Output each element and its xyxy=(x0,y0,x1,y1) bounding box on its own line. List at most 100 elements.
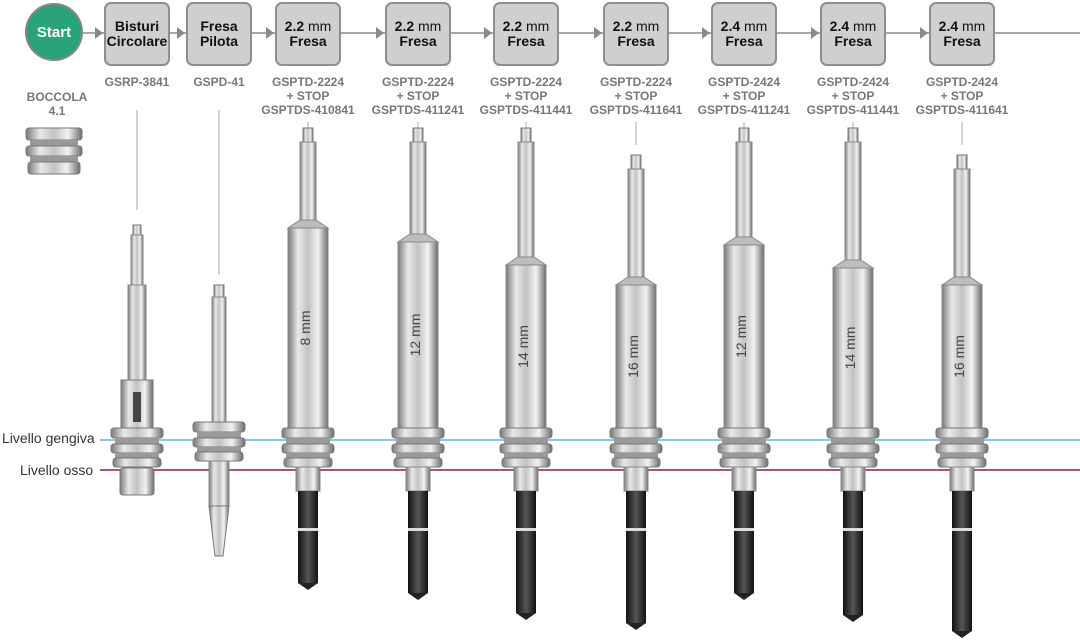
product-code: GSRP-3841 xyxy=(77,75,197,89)
product-code-line: GSPTD-2424 xyxy=(816,75,890,89)
sleeve-ring xyxy=(717,427,771,439)
product-code-line: + STOP xyxy=(614,89,658,103)
tool-shoulder xyxy=(831,259,875,269)
product-code-line: + STOP xyxy=(722,89,766,103)
product-code-line: GSPTDS-411641 xyxy=(589,103,683,117)
sleeve-ring xyxy=(499,443,553,454)
drill-depth-label: 14 mm xyxy=(842,327,858,370)
sleeve-ring xyxy=(194,451,244,462)
bit-tip xyxy=(516,613,536,620)
sleeve-ring xyxy=(110,443,164,454)
tool-shoulder xyxy=(940,276,984,286)
sleeve-ring xyxy=(937,457,987,468)
step-subtitle: Fresa xyxy=(399,33,437,49)
sleeve-ring xyxy=(391,443,445,454)
tool-shank xyxy=(517,141,535,266)
sleeve-ring xyxy=(192,437,246,448)
sleeve-ring xyxy=(719,457,769,468)
step-subtitle: Fresa xyxy=(617,33,655,49)
flow-arrow-icon xyxy=(177,27,185,39)
flow-arrow-icon xyxy=(702,27,710,39)
bit-tip xyxy=(734,593,754,600)
twist-bit xyxy=(516,491,536,613)
product-code: GSPD-41 xyxy=(159,75,279,89)
sleeve-groove xyxy=(940,453,984,458)
tool-tip-top xyxy=(412,127,424,143)
tool-tip-top xyxy=(213,284,225,298)
step-unit: mm xyxy=(636,18,660,34)
product-code-line: GSPTDS-411441 xyxy=(806,103,900,117)
sleeve-ring xyxy=(391,427,445,439)
sleeve-groove xyxy=(614,438,658,444)
tool-shank xyxy=(844,141,862,269)
drill-depth-label: 16 mm xyxy=(951,335,967,378)
step-title: 2.4 xyxy=(720,18,741,34)
tool-tip-top xyxy=(956,154,968,170)
step-unit: mm xyxy=(962,18,986,34)
depth-mark xyxy=(952,528,972,531)
drill-depth-label: 12 mm xyxy=(407,314,423,357)
bit-tip xyxy=(298,583,318,590)
tool-tip-top xyxy=(302,127,314,143)
sleeve-ring xyxy=(499,427,553,439)
boccola-groove xyxy=(30,140,78,146)
product-code-line: GSPTDS-411241 xyxy=(371,103,465,117)
product-code-line: GSPTD-2224 xyxy=(271,75,345,89)
drill-depth-label: 16 mm xyxy=(625,335,641,378)
sleeve-groove xyxy=(115,453,159,458)
sleeve-groove xyxy=(831,438,875,444)
tool-shank xyxy=(299,141,317,229)
sleeve-groove xyxy=(286,438,330,444)
sleeve-groove xyxy=(115,438,159,444)
product-code-line: GSPTD-2424 xyxy=(707,75,781,89)
scalpel-blade xyxy=(119,467,155,496)
gum-level-label: Livello gengiva xyxy=(2,430,95,446)
flow-arrow-icon xyxy=(484,27,492,39)
sleeve-groove xyxy=(197,447,241,452)
sleeve-ring xyxy=(112,457,162,468)
sleeve-ring xyxy=(110,427,164,439)
sleeve-groove xyxy=(831,453,875,458)
tool-shoulder xyxy=(396,233,440,243)
tool-tip-top xyxy=(738,127,750,143)
step-unit: mm xyxy=(418,18,442,34)
drill-depth-label: 12 mm xyxy=(733,315,749,358)
twist-bit xyxy=(734,491,754,593)
twist-bit xyxy=(843,491,863,615)
step-title: 2.2 xyxy=(394,18,415,34)
tool-shoulder xyxy=(504,256,548,266)
stop-body xyxy=(505,264,547,429)
flow-arrow-icon xyxy=(376,27,384,39)
pilot-tip xyxy=(208,505,230,557)
product-code-line: BOCCOLA xyxy=(26,90,88,104)
drill-neck xyxy=(208,460,230,507)
drill-neck xyxy=(731,466,757,492)
product-code-line: GSPTD-2224 xyxy=(381,75,455,89)
sleeve-ring xyxy=(826,427,880,439)
sleeve-ring xyxy=(609,427,663,439)
sleeve-ring xyxy=(192,421,246,433)
flow-arrow-icon xyxy=(811,27,819,39)
product-code-line: GSPTDS-410841 xyxy=(261,103,355,117)
step-title: Fresa xyxy=(200,18,238,34)
product-code-line: GSRP-3841 xyxy=(104,75,170,89)
tool-shank xyxy=(953,168,971,286)
scalpel-window xyxy=(133,392,141,422)
sleeve-groove xyxy=(940,438,984,444)
sleeve-groove xyxy=(504,438,548,444)
step-title: 2.4 xyxy=(829,18,850,34)
step-unit: mm xyxy=(526,18,550,34)
depth-mark xyxy=(298,528,318,531)
step-title: 2.2 xyxy=(284,18,305,34)
step-unit: mm xyxy=(308,18,332,34)
bit-tip xyxy=(626,623,646,630)
depth-mark xyxy=(734,528,754,531)
product-code-line: GSPTDS-411241 xyxy=(697,103,791,117)
